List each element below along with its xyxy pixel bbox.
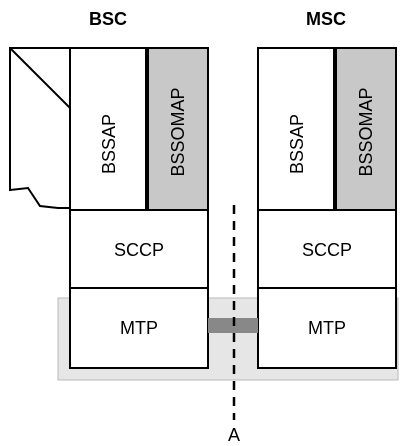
msc-bssomap-box bbox=[335, 47, 397, 211]
msc-sccp-box bbox=[257, 209, 397, 289]
msc-sccp-label: SCCP bbox=[302, 240, 352, 260]
bsc-stack: BSC BSSAP BSSOMAP SCCP MTP bbox=[9, 9, 209, 369]
bsc-extra-block bbox=[9, 47, 71, 209]
msc-stack: MSC BSSAP BSSOMAP SCCP MTP bbox=[257, 9, 397, 369]
bsc-title: BSC bbox=[89, 9, 127, 29]
bsc-mtp-label: MTP bbox=[120, 318, 158, 338]
bsc-bssap-box bbox=[69, 47, 147, 211]
msc-bssap-box bbox=[257, 47, 335, 211]
bsc-sccp-label: SCCP bbox=[114, 240, 164, 260]
msc-mtp-label: MTP bbox=[308, 318, 346, 338]
bsc-sccp-box bbox=[69, 209, 209, 289]
msc-title: MSC bbox=[306, 9, 346, 29]
a-interface-label: A bbox=[228, 425, 240, 445]
msc-bssomap-label: BSSOMAP bbox=[356, 87, 376, 176]
bsc-bssomap-label: BSSOMAP bbox=[168, 87, 188, 176]
bsc-bssap-label: BSSAP bbox=[99, 114, 119, 174]
msc-bssap-label: BSSAP bbox=[287, 114, 307, 174]
